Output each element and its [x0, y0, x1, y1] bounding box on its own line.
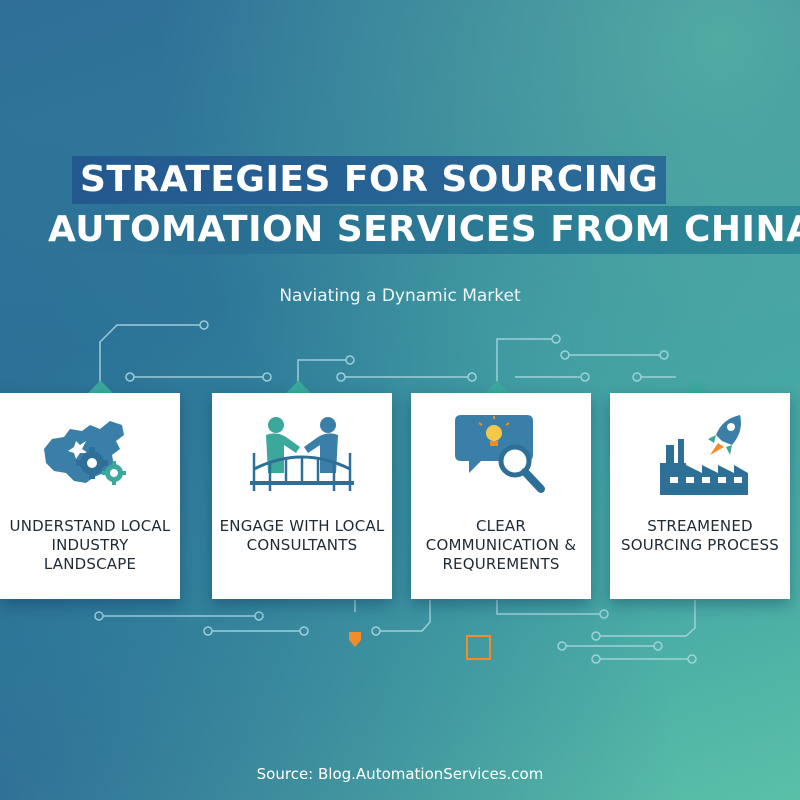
- strategy-card-communication: CLEAR COMMUNICATION & REQUREMENTS: [411, 393, 591, 599]
- strategy-card-landscape: UNDERSTAND LOCAL INDUSTRY LANDSCAPE: [0, 393, 180, 599]
- strategy-card-process: STREAMENED SOURCING PROCESS: [610, 393, 790, 599]
- title-line-1: STRATEGIES FOR SOURCING: [72, 156, 667, 204]
- strategy-card-consultants: ENGAGE WITH LOCAL CONSULTANTS: [212, 393, 392, 599]
- handshake-bridge-icon: [250, 417, 354, 491]
- card-label: CLEAR COMMUNICATION & REQUREMENTS: [425, 517, 577, 573]
- card-label: STREAMENED SOURCING PROCESS: [621, 517, 779, 554]
- subtitle: Naviating a Dynamic Market: [279, 286, 521, 306]
- card-label: UNDERSTAND LOCAL INDUSTRY LANDSCAPE: [9, 517, 171, 573]
- source-credit: Source: Blog.AutomationServices.com: [256, 765, 544, 783]
- chat-lightbulb-magnifier-icon: [455, 415, 545, 493]
- card-label: ENGAGE WITH LOCAL CONSULTANTS: [219, 517, 385, 554]
- rocket-factory-icon: [660, 415, 748, 495]
- title-line-2: AUTOMATION SERVICES FROM CHINA: [40, 206, 800, 254]
- china-map-gears-icon: [44, 421, 126, 485]
